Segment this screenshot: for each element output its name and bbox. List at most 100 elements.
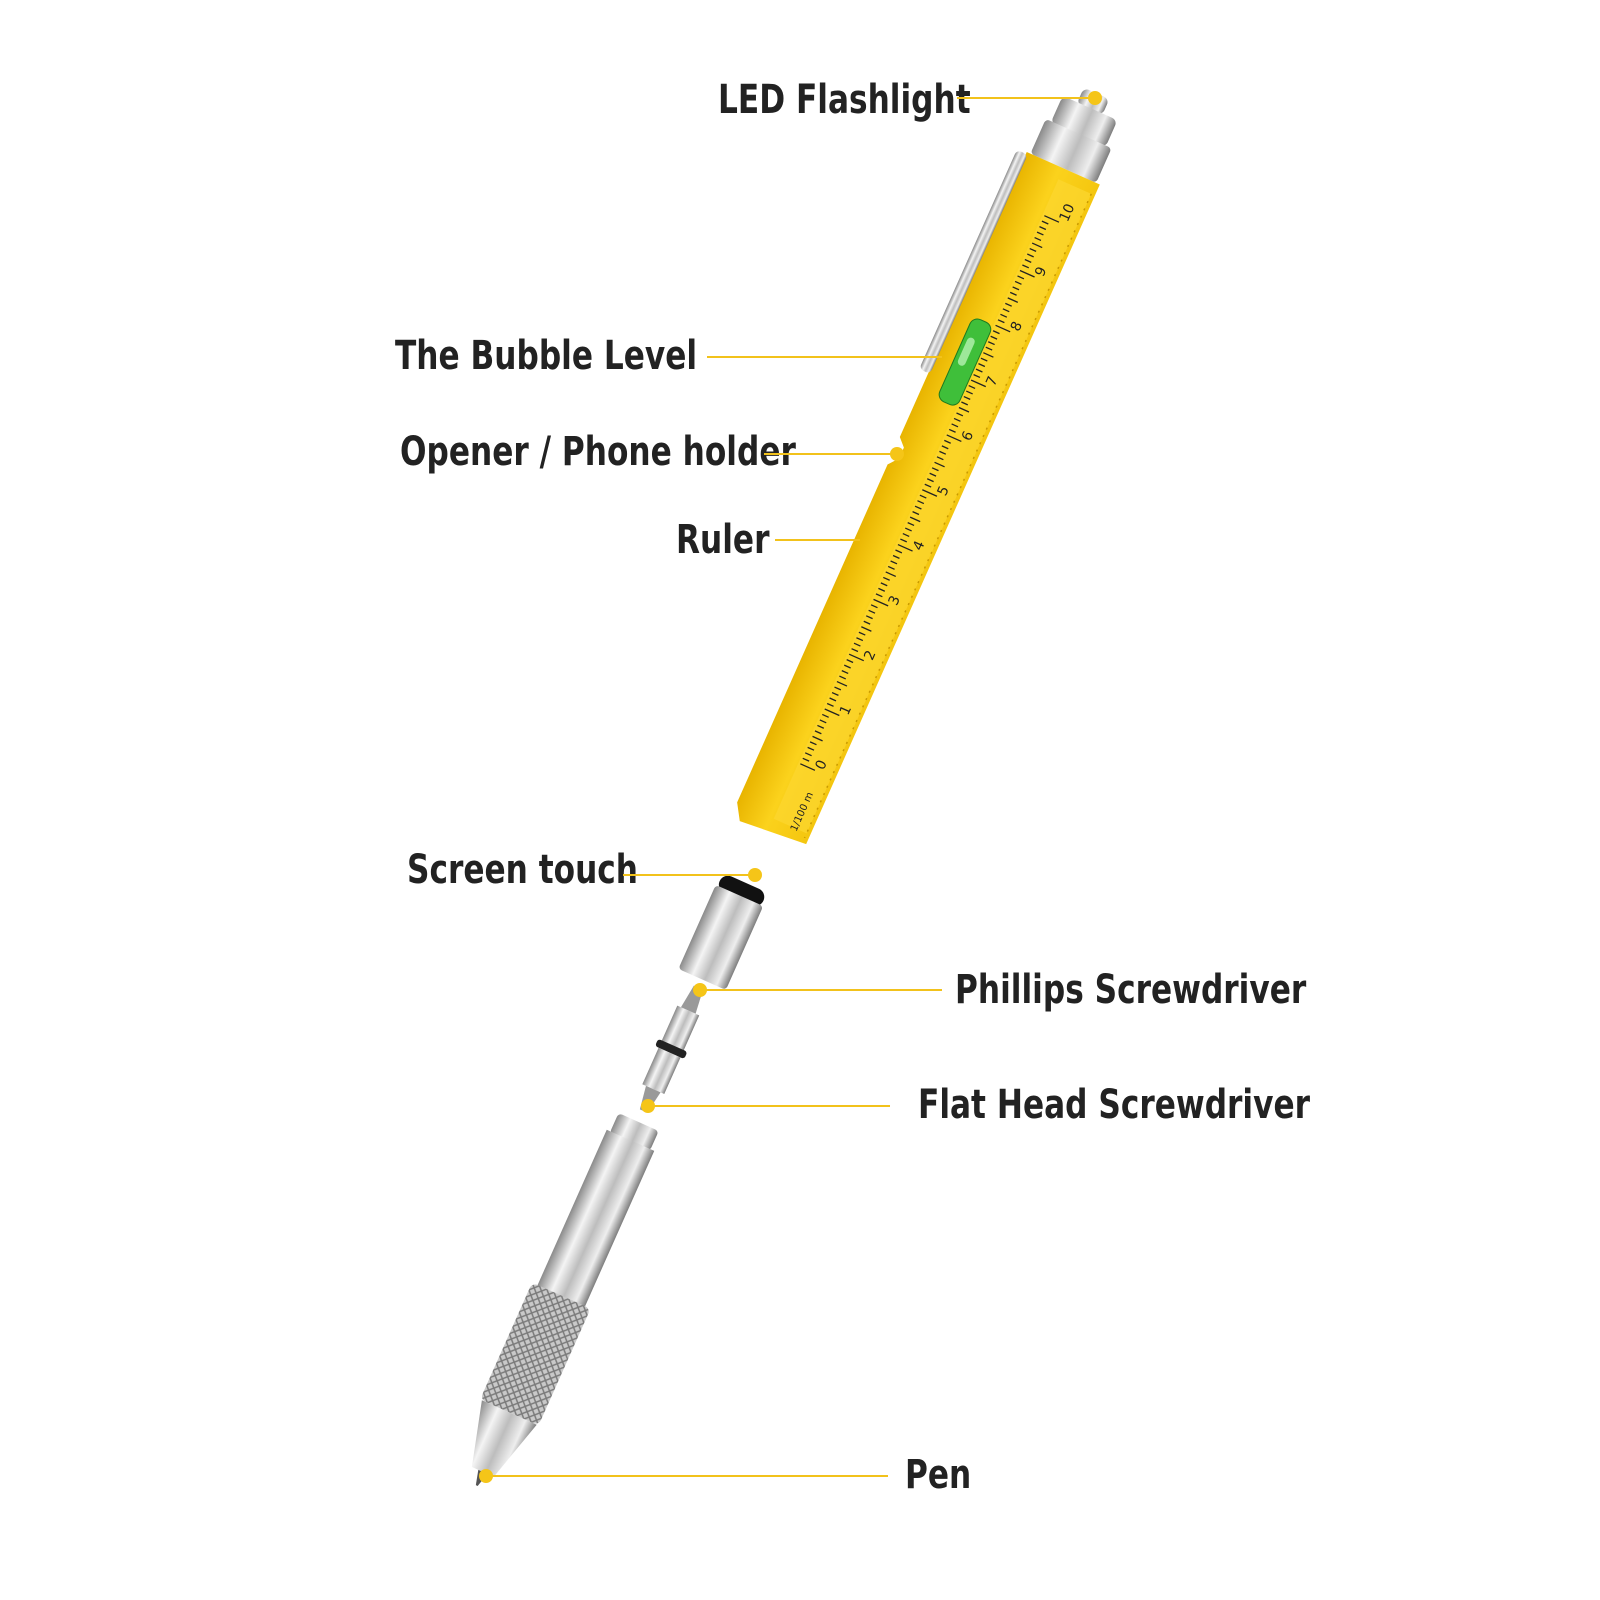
ruler-tick	[878, 587, 886, 592]
ruler-tick	[980, 357, 988, 362]
ruler-tick	[1019, 269, 1035, 278]
ruler-tick	[804, 752, 812, 757]
ruler-tick	[992, 330, 1000, 335]
ruler-tick	[858, 631, 866, 636]
marker-dot-phillips	[693, 983, 707, 997]
pocket-clip	[920, 151, 1027, 373]
leader-ruler	[775, 539, 860, 541]
ruler-tick	[887, 565, 895, 570]
ruler-tick	[929, 472, 937, 477]
ruler-tick	[883, 576, 890, 581]
ruler-tick	[836, 680, 848, 687]
leader-screen	[623, 874, 755, 876]
ruler-tick	[926, 478, 934, 483]
ruler-tick	[841, 670, 849, 675]
ruler-tick	[895, 549, 903, 554]
ruler-tick	[1007, 297, 1019, 303]
ruler-tick	[848, 653, 865, 662]
label-pen: Pen	[905, 1452, 972, 1498]
ruler-tick	[1002, 308, 1010, 313]
label-bubble-level: The Bubble Level	[395, 333, 698, 379]
ruler-tick	[1024, 258, 1032, 263]
ruler-tick	[934, 461, 945, 468]
marker-dot-screen	[748, 868, 762, 882]
leader-opener	[764, 453, 897, 455]
ruler-tick	[936, 456, 944, 461]
ruler-tick	[904, 527, 912, 532]
ruler-tick	[834, 686, 842, 691]
ruler-tick	[861, 626, 872, 632]
ruler-tick	[966, 390, 973, 395]
ruler-tick	[875, 593, 883, 598]
ruler-tick	[951, 423, 959, 428]
ruler-tick	[802, 757, 810, 762]
ruler-tick	[812, 735, 823, 742]
ruler-tick	[900, 538, 908, 543]
ruler-tick	[851, 648, 859, 653]
ruler-tick	[978, 363, 986, 368]
ruler-tick	[846, 659, 854, 664]
ruler-tick	[956, 412, 964, 417]
ruler-tick	[983, 352, 994, 358]
ruler-tick	[1022, 264, 1030, 269]
ruler-tick	[839, 675, 847, 680]
ruler-tick	[863, 620, 871, 625]
ruler-tick	[944, 439, 951, 444]
ruler-tick	[819, 719, 827, 724]
ruler-tick	[941, 445, 949, 450]
ruler-tick	[961, 401, 969, 406]
ruler-tick	[939, 450, 947, 455]
ruler-tick	[997, 319, 1005, 324]
ruler-tick	[1031, 242, 1043, 249]
ruler-tick	[948, 428, 956, 433]
ruler-tick	[873, 598, 889, 607]
label-screen-touch: Screen touch	[407, 847, 639, 893]
ruler-tick	[973, 374, 981, 379]
ruler-tick	[1027, 253, 1034, 258]
ruler-tick	[909, 516, 921, 523]
ruler-tick	[1029, 247, 1037, 252]
ruler-tick	[890, 560, 898, 565]
ruler-ticks	[800, 215, 1060, 771]
ruler-tick	[831, 691, 839, 696]
ruler-tick	[1012, 286, 1020, 291]
ruler-tick	[807, 746, 815, 751]
ruler-tick	[912, 511, 920, 516]
marker-dot-pen	[479, 1469, 493, 1483]
ruler-tick	[809, 741, 817, 746]
leader-bubble	[707, 356, 942, 358]
ruler-tick	[970, 379, 987, 388]
ruler-tick	[1017, 275, 1025, 280]
ruler-tick	[1005, 302, 1012, 307]
ruler-tick	[985, 346, 993, 351]
ruler-tick	[1000, 313, 1008, 318]
label-opener: Opener / Phone holder	[400, 429, 796, 475]
ruler-tick	[953, 417, 961, 422]
ruler-tick	[1039, 226, 1047, 231]
ruler-tick	[975, 368, 983, 373]
ruler-tick	[824, 708, 840, 717]
label-phillips: Phillips Screwdriver	[955, 967, 1307, 1013]
ruler-tick	[902, 532, 910, 538]
ruler-tick	[822, 713, 829, 718]
ruler-tick	[870, 604, 878, 609]
ruler-tick	[817, 724, 825, 729]
ruler-tick	[1034, 236, 1042, 242]
screen-touch-cap	[679, 875, 765, 989]
ruler-tick	[814, 730, 822, 735]
marker-dot-opener	[890, 447, 904, 461]
ruler-tick	[868, 609, 876, 614]
ruler-tick	[892, 554, 900, 559]
ruler-tick	[914, 505, 922, 510]
leader-pen	[486, 1475, 888, 1477]
ruler-tick	[1036, 231, 1044, 236]
ruler-tick	[1014, 280, 1022, 285]
ruler-tick	[907, 522, 915, 527]
ruler-tick	[987, 341, 995, 346]
label-flat-head: Flat Head Screwdriver	[918, 1082, 1310, 1128]
marker-dot-flathead	[641, 1099, 655, 1113]
bubble	[957, 337, 975, 366]
